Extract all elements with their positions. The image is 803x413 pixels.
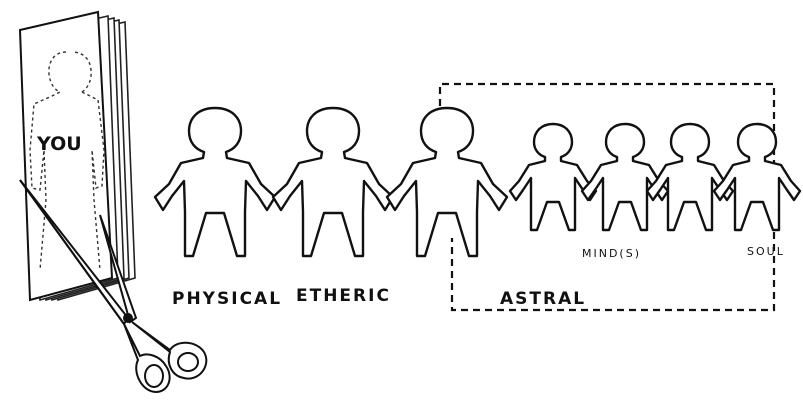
label-minds: MIND(S) xyxy=(582,247,641,260)
paper-doll-soul xyxy=(714,124,800,230)
paper-doll-physical xyxy=(155,108,275,256)
paper-doll-etheric xyxy=(273,108,393,256)
label-etheric: ETHERIC xyxy=(296,286,391,306)
you-label: YOU xyxy=(36,133,82,155)
paper-doll-astral xyxy=(387,108,507,256)
label-astral: ASTRAL xyxy=(500,289,586,309)
label-physical: PHYSICAL xyxy=(172,289,282,309)
paper-doll-mind-2 xyxy=(582,124,668,230)
paper-doll-mind-3 xyxy=(647,124,733,230)
paper-doll-mind-1 xyxy=(510,124,596,230)
paper-doll-chain xyxy=(155,108,800,256)
label-soul: SOUL xyxy=(747,245,785,258)
